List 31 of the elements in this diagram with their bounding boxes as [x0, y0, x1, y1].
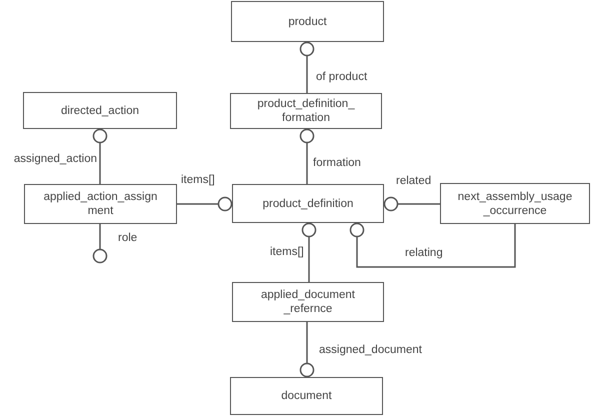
entity-label: product	[288, 14, 327, 28]
entity-box	[231, 1, 384, 42]
edge-label: relating	[404, 246, 444, 260]
entity-label: document	[281, 389, 332, 403]
entity-box	[440, 183, 590, 224]
edge-label: of product	[315, 70, 368, 84]
entity-label: product_definition_ formation	[256, 97, 356, 125]
entity-box	[232, 282, 384, 322]
entity-label: directed_action	[61, 104, 139, 118]
entity-box	[230, 93, 382, 129]
connector-line	[384, 196, 440, 212]
connector-line	[300, 128, 314, 184]
entity-label: applied_action_assign ment	[42, 190, 158, 218]
connector-line	[300, 42, 314, 93]
edge-label: assigned_document	[318, 343, 423, 357]
connector-line	[350, 222, 516, 268]
edge-label: items[]	[180, 173, 216, 187]
entity-box	[232, 184, 384, 223]
connector-line	[302, 222, 316, 282]
entity-box	[23, 92, 177, 129]
entity-label: product_definition	[262, 196, 354, 210]
connector-line	[300, 322, 314, 378]
edge-label: assigned_action	[12, 152, 98, 166]
connector-line	[92, 128, 108, 184]
connector-line	[92, 224, 108, 264]
entity-box	[24, 184, 177, 224]
entity-box	[230, 377, 383, 415]
entity-label: next_assembly_usage _occurrence	[456, 190, 574, 218]
edge-label: items[]	[269, 245, 305, 259]
connector-line	[177, 196, 232, 212]
entity-label: applied_document _refernce	[260, 288, 356, 316]
